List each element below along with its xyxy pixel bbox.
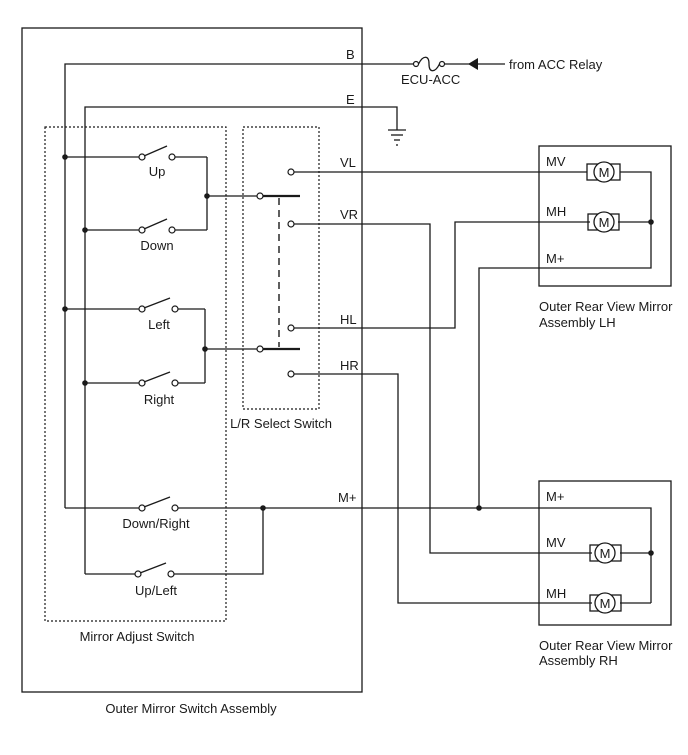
- svg-text:M: M: [599, 165, 610, 180]
- lh-mv-label: MV: [546, 154, 566, 169]
- vr-wire: [294, 223, 592, 554]
- svg-text:M: M: [599, 215, 610, 230]
- switch-assembly-label: Outer Mirror Switch Assembly: [105, 701, 277, 716]
- lr-select-switch-label: L/R Select Switch: [230, 416, 332, 431]
- switch-left: [65, 297, 205, 313]
- switch-down: [85, 218, 207, 234]
- junction-dots: [62, 154, 654, 556]
- rh-title-line2: Assembly RH: [539, 653, 618, 668]
- acc-source-label: from ACC Relay: [509, 57, 603, 72]
- outer-mirror-switch-assembly-box: [21, 27, 363, 693]
- switch-up: [65, 145, 207, 161]
- m-plus-lh-wire: [478, 171, 652, 508]
- mirror-assembly-lh-box: [538, 145, 672, 287]
- pin-hr-label: HR: [340, 358, 359, 373]
- pin-e-label: E: [346, 92, 355, 107]
- rh-mv-label: MV: [546, 535, 566, 550]
- pin-hl-label: HL: [340, 312, 357, 327]
- switch-up-left-label: Up/Left: [135, 583, 177, 598]
- b-power-wire: [64, 58, 505, 508]
- pin-vr-label: VR: [340, 207, 358, 222]
- motor-rh-mv-icon: M: [589, 542, 622, 564]
- switch-up-left: [85, 508, 264, 578]
- hl-wire: [294, 221, 590, 329]
- m-plus-rh-wire: [479, 507, 652, 554]
- lr-select-switch-contacts: [256, 168, 300, 378]
- switch-down-label: Down: [140, 238, 173, 253]
- mirror-adjust-switch-box: [44, 126, 227, 622]
- fuse-symbol: [412, 56, 446, 72]
- e-ground-wire: [84, 106, 398, 574]
- lh-title-line2: Assembly LH: [539, 315, 616, 330]
- motor-lh-mh-icon: M: [587, 211, 620, 233]
- pin-vl-label: VL: [340, 155, 356, 170]
- lh-title-line1: Outer Rear View Mirror: [539, 299, 673, 314]
- mirror-adjust-switch-label: Mirror Adjust Switch: [80, 629, 195, 644]
- motor-rh-mh-icon: M: [589, 592, 622, 614]
- ground-icon: [388, 129, 406, 146]
- motor-lh-mv-icon: M: [586, 161, 621, 183]
- rh-m-plus-label: M+: [546, 489, 564, 504]
- switch-down-right-label: Down/Right: [122, 516, 190, 531]
- svg-text:M: M: [600, 546, 611, 561]
- fuse-label: ECU-ACC: [401, 72, 460, 87]
- switch-down-right: [65, 496, 479, 512]
- switch-left-label: Left: [148, 317, 170, 332]
- lh-m-plus-label: M+: [546, 251, 564, 266]
- switch-right: [85, 371, 205, 387]
- pin-b-label: B: [346, 47, 355, 62]
- switch-right-label: Right: [144, 392, 175, 407]
- rh-mh-label: MH: [546, 586, 566, 601]
- rh-title-line1: Outer Rear View Mirror: [539, 638, 673, 653]
- switch-up-label: Up: [149, 164, 166, 179]
- hr-wire: [294, 373, 592, 604]
- lr-select-switch-box: [242, 126, 320, 410]
- svg-text:M: M: [600, 596, 611, 611]
- pin-m-plus-label: M+: [338, 490, 356, 505]
- lh-mh-label: MH: [546, 204, 566, 219]
